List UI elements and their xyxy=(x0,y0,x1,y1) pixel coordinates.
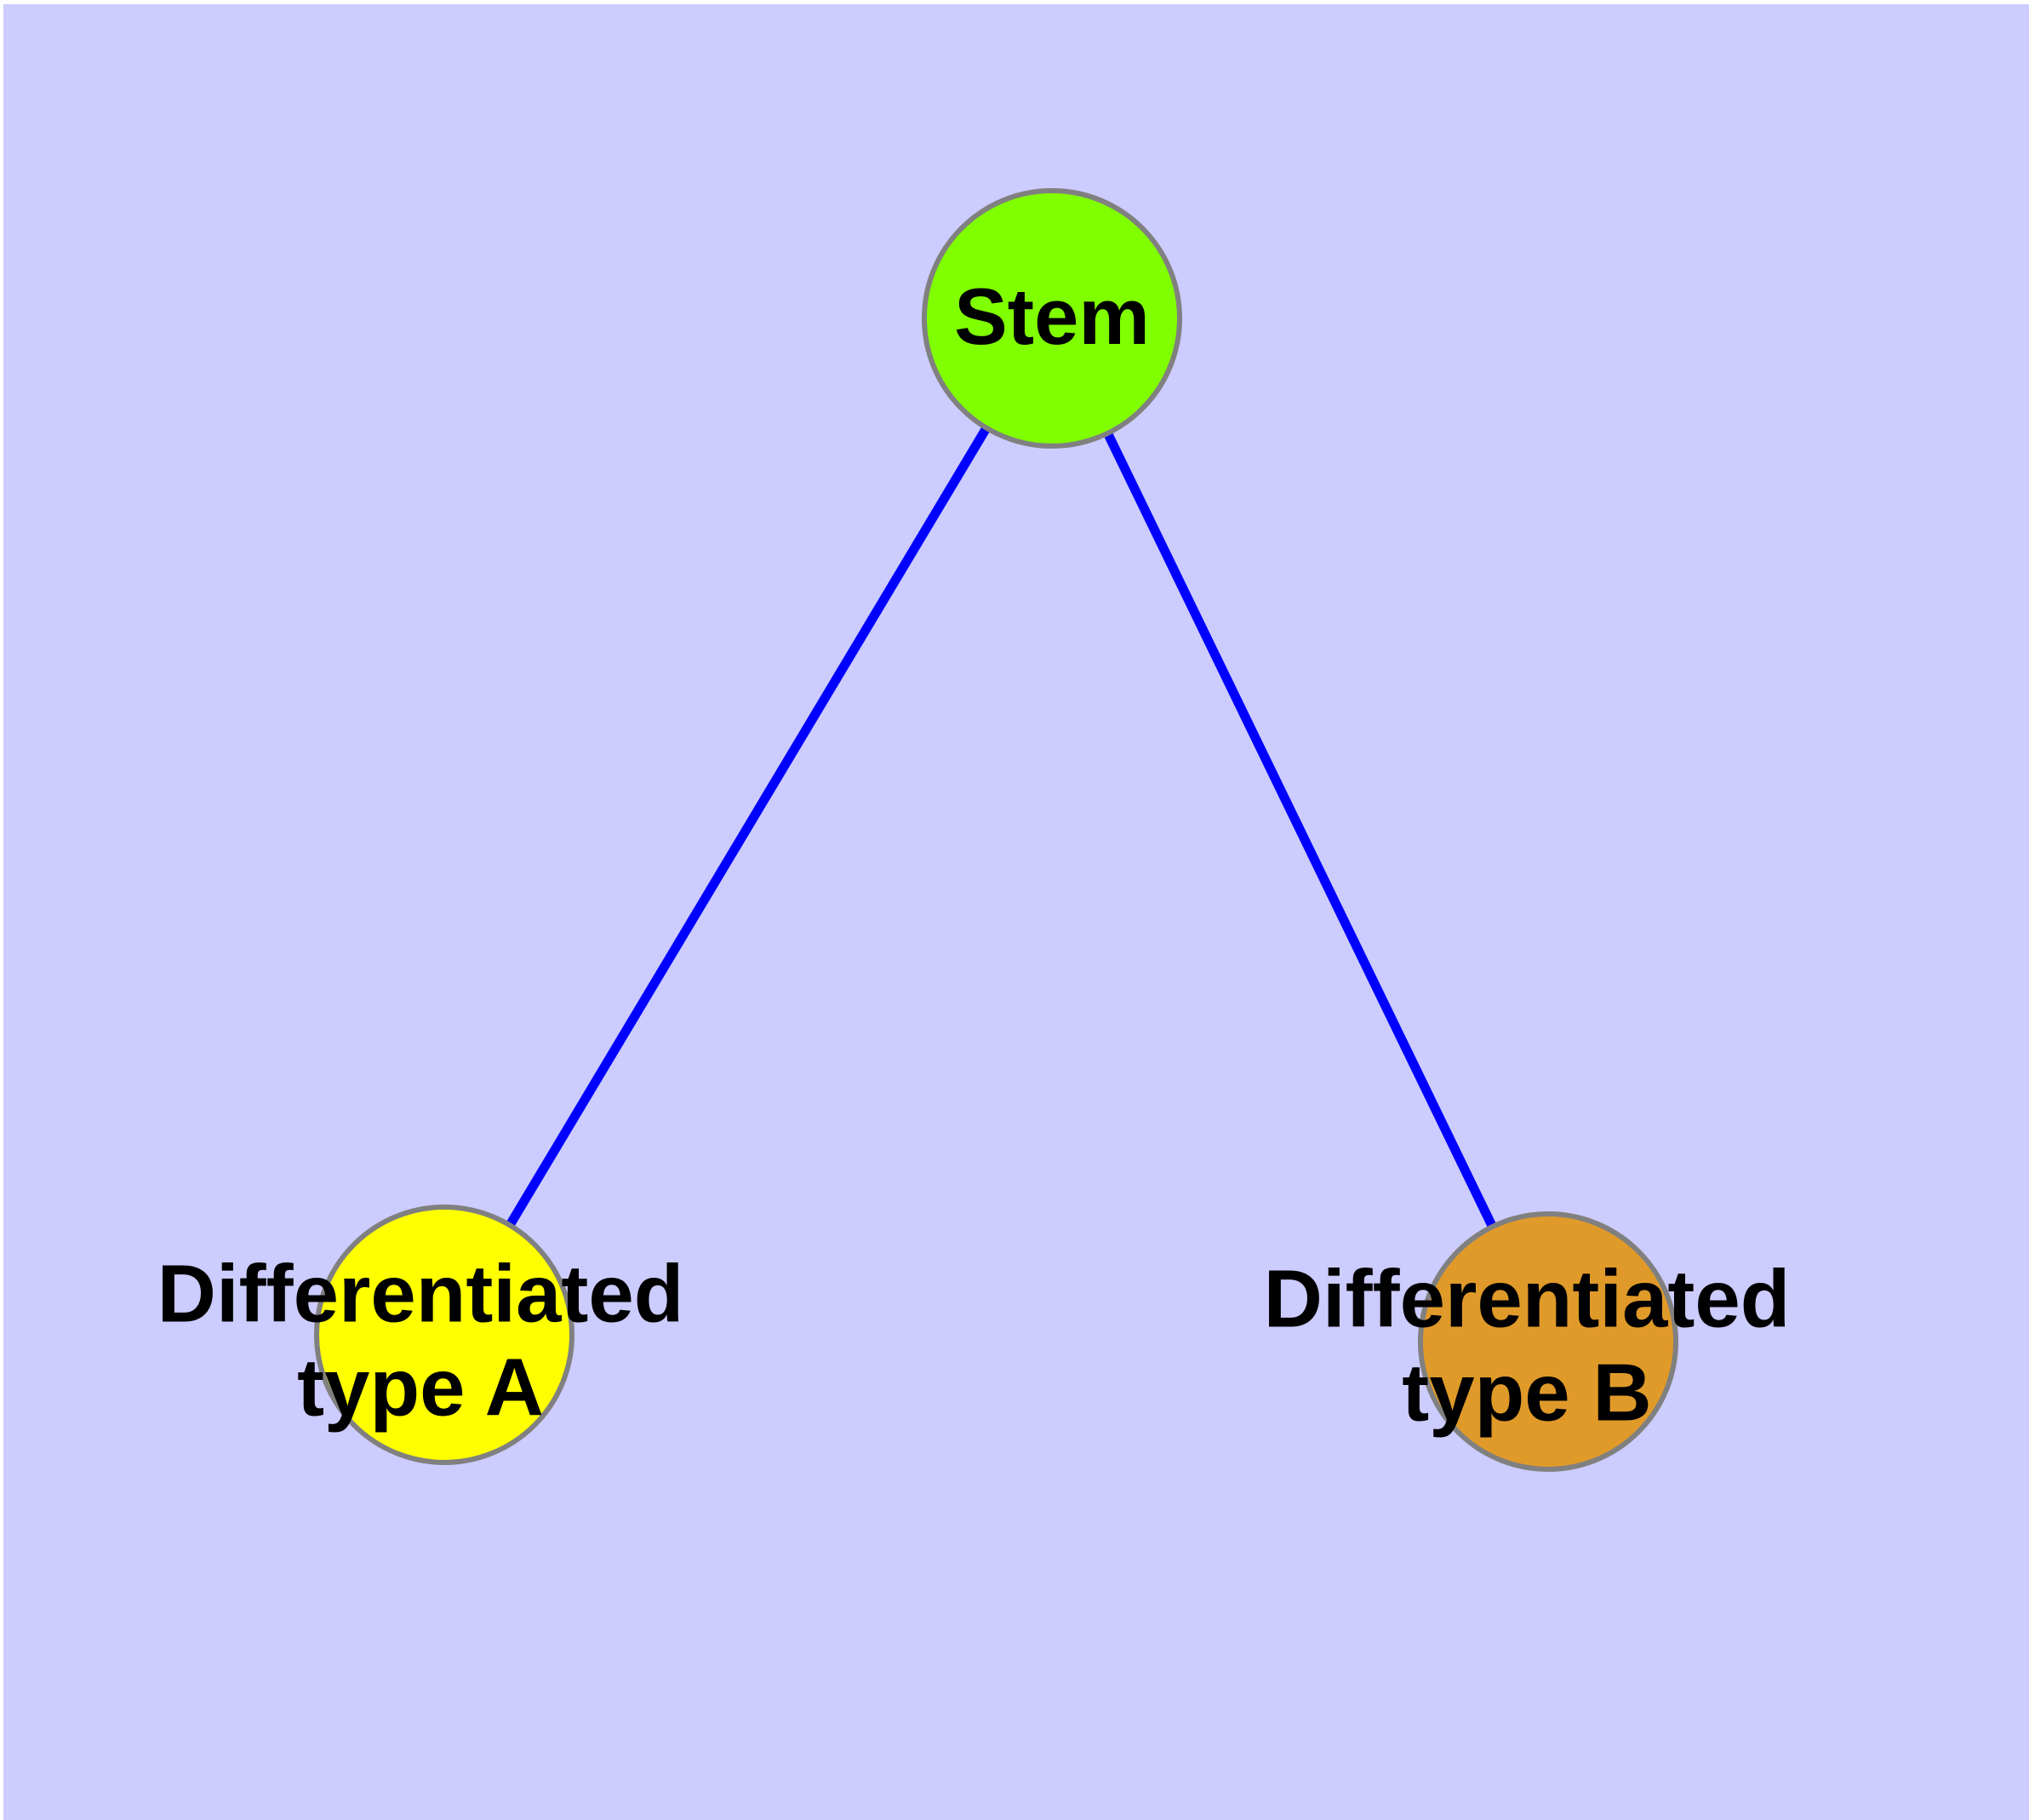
node-diff-b-circle[interactable] xyxy=(1418,1211,1678,1472)
edge-layer xyxy=(440,316,1552,1344)
edge-stem-to-diff-a[interactable] xyxy=(440,316,1056,1337)
node-stem[interactable]: Stem xyxy=(922,188,1182,449)
node-stem-label: Stem xyxy=(954,272,1150,361)
node-layer: Stem Differentiated type A Differentiate… xyxy=(157,188,1791,1472)
node-diff-a-circle[interactable] xyxy=(314,1205,574,1465)
node-diff-a-label-line2: type A xyxy=(297,1342,544,1433)
graph-svg: Stem Differentiated type A Differentiate… xyxy=(157,188,1791,1472)
node-diff-b[interactable]: Differentiated type B xyxy=(1264,1211,1791,1472)
diagram-background: Stem Differentiated type A Differentiate… xyxy=(3,4,2029,1820)
node-diff-b-label-line1: Differentiated xyxy=(1264,1253,1791,1344)
node-diff-a[interactable]: Differentiated type A xyxy=(157,1205,684,1465)
node-stem-circle[interactable] xyxy=(922,188,1182,449)
node-diff-b-label-line2: type B xyxy=(1402,1347,1651,1438)
node-diff-a-label-line1: Differentiated xyxy=(157,1248,684,1339)
edge-stem-to-diff-b[interactable] xyxy=(1048,316,1552,1344)
